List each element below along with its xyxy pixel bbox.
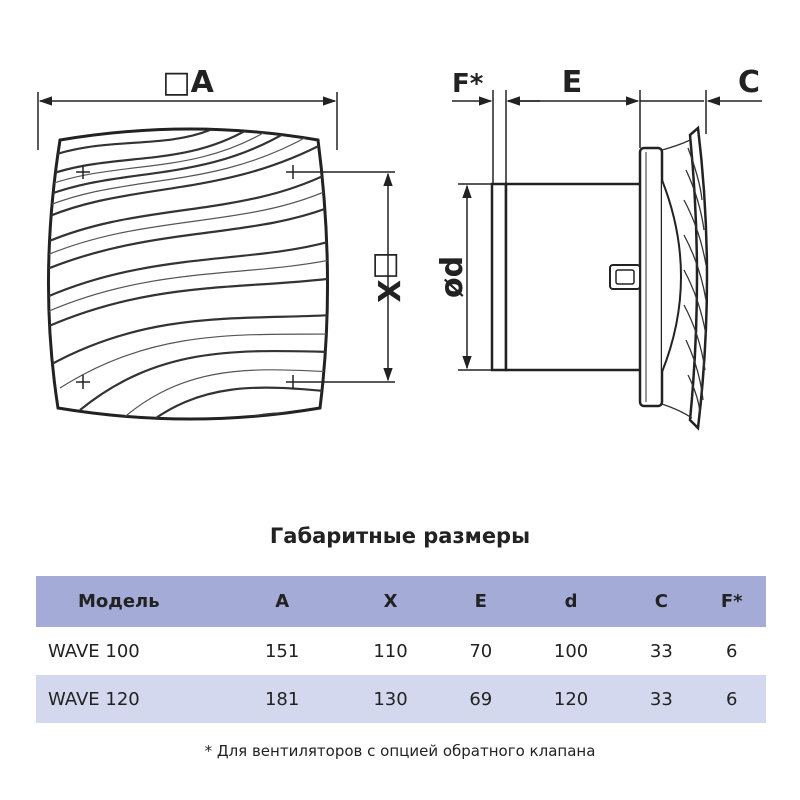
dimension-f-label: F* [452, 69, 484, 99]
table-title: Габаритные размеры [269, 524, 531, 548]
cell-model: WAVE 120 [36, 675, 228, 723]
front-view: □A □X [37, 65, 405, 421]
header-f: F* [697, 576, 766, 627]
header-e: E [444, 576, 517, 627]
cell-x: 110 [373, 640, 408, 662]
header-c: C [625, 576, 698, 627]
dimension-e-label: E [562, 65, 583, 100]
cell-e: 70 [469, 640, 493, 662]
cell-f: 6 [697, 675, 766, 723]
screw-marks [76, 165, 300, 389]
header-model: Модель [36, 576, 228, 627]
dimension-c-label: C [738, 65, 760, 100]
cell-c: 33 [625, 675, 698, 723]
front-panel-profile [688, 125, 709, 431]
side-view: ød F* E C [435, 65, 762, 431]
table-row: WAVE 120 181 130 69 120 33 6 [36, 675, 766, 723]
dimension-d-label: ød [435, 256, 470, 298]
dimension-a-label: □A [162, 65, 214, 100]
cell-e: 69 [444, 675, 517, 723]
technical-drawing: □A □X [37, 65, 762, 431]
header-a: A [228, 576, 337, 627]
dimension-x-label: □X [370, 251, 405, 302]
latch [609, 264, 641, 290]
cell-f: 6 [726, 640, 738, 662]
dimension-a [37, 92, 338, 150]
cell-a: 181 [228, 675, 337, 723]
motor-dome [661, 179, 682, 373]
wave-pattern [48, 129, 328, 419]
header-x: X [336, 576, 445, 627]
dimension-x [300, 171, 395, 383]
header-d: d [516, 576, 626, 627]
back-plate [638, 146, 664, 408]
table-header-row: Модель A X E d C F* [36, 576, 766, 627]
dimension-d [458, 183, 492, 371]
dimensions-table: Модель A X E d C F* WAVE 100 151 110 70 … [36, 576, 766, 723]
footnote: * Для вентиляторов с опцией обратного кл… [204, 742, 596, 760]
cell-c: 33 [649, 640, 673, 662]
cell-x: 130 [336, 675, 445, 723]
front-panel-outline [46, 127, 330, 421]
table-row: WAVE 100 151 110 70 100 33 6 [36, 627, 766, 675]
cell-d: 100 [553, 640, 589, 662]
cell-d: 120 [516, 675, 626, 723]
duct-flange [490, 182, 508, 372]
cell-model: WAVE 100 [48, 640, 140, 662]
cell-a: 151 [264, 640, 300, 662]
